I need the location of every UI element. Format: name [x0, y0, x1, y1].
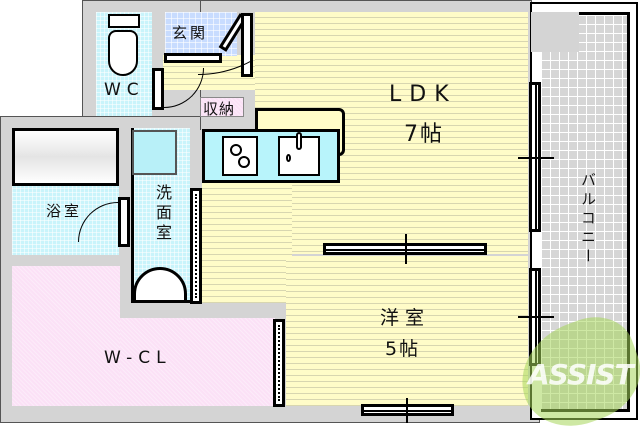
- bathroom-label: 浴室: [46, 202, 83, 220]
- toilet-tank-icon: [108, 14, 140, 28]
- walk-in-closet-label: W-CL: [104, 348, 172, 368]
- window-center-mark: [406, 398, 408, 423]
- bathtub-icon: [12, 128, 119, 186]
- western-room-label: 洋室: [380, 307, 431, 329]
- wc-door[interactable]: [152, 68, 164, 110]
- sink-icon: [278, 132, 320, 176]
- ldk-floor-lower: [202, 183, 292, 303]
- entrance-label: 玄関: [172, 24, 209, 42]
- balcony-label: バルコニー: [579, 172, 597, 267]
- walk-in-closet-floor-2: [120, 318, 275, 406]
- toilet-bowl-icon: [108, 30, 138, 76]
- balcony-corner-wall: [531, 12, 579, 52]
- washing-machine-icon: [132, 130, 177, 175]
- assist-logo-watermark: ASSIST: [528, 358, 634, 391]
- western-room-floor: [286, 256, 528, 406]
- washroom-label: 洗面室: [153, 184, 172, 244]
- drain-icon: [286, 154, 291, 162]
- ldk-label: LDK: [389, 82, 457, 107]
- window-center-mark: [518, 316, 554, 318]
- storage-label: 収納: [203, 100, 236, 118]
- walk-in-closet-floor: [12, 266, 120, 406]
- burner-icon: [230, 144, 242, 156]
- storage-floor: [200, 97, 244, 117]
- washbasin-icon: [133, 267, 187, 303]
- stove-icon: [222, 136, 258, 176]
- faucet-icon: [296, 132, 302, 150]
- wc-floor: [96, 12, 152, 116]
- wc-label: WC: [104, 80, 145, 100]
- ldk-size: 7帖: [404, 122, 444, 147]
- bathroom-door[interactable]: [118, 197, 130, 247]
- partition-center-mark: [405, 234, 407, 264]
- window-center-mark: [518, 157, 554, 159]
- washroom-sliding-door[interactable]: [190, 188, 202, 304]
- western-room-size: 5帖: [385, 338, 421, 360]
- burner-icon: [238, 156, 250, 168]
- closet-sliding-door[interactable]: [273, 319, 285, 407]
